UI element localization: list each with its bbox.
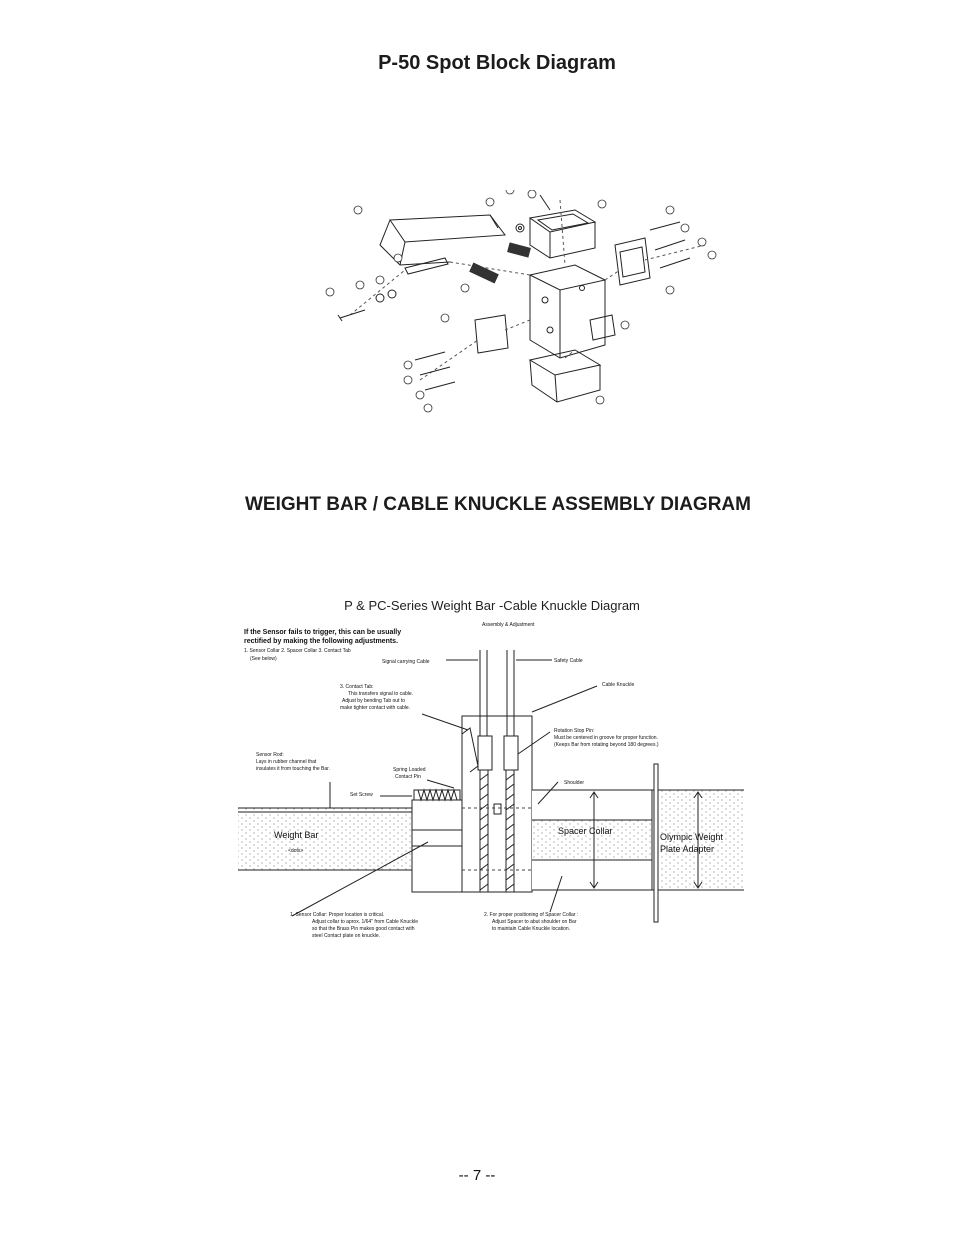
diagram-subtitle: Assembly & Adjustment (482, 622, 535, 628)
safety-cable-label: Safety Cable (554, 658, 583, 664)
note2-line-2: Adjust Spacer to abut shoulder on Bar (492, 919, 577, 925)
weight-bar-label: Weight Bar (274, 830, 318, 840)
cable-knuckle-label: Cable Knuckle (602, 682, 634, 688)
section-title: WEIGHT BAR / CABLE KNUCKLE ASSEMBLY DIAG… (245, 494, 751, 515)
page-title: P-50 Spot Block Diagram (378, 52, 616, 74)
note1-line-2: Adjust collar to aprox. 1/64" from Cable… (312, 919, 418, 925)
note2-line-3: to maintain Cable Knuckle location. (492, 926, 570, 932)
weight-bar-note: <dots> (288, 848, 303, 854)
note1-line-4: steel Contact plate on knuckle. (312, 933, 380, 939)
page-number: -- 7 -- (458, 1167, 496, 1184)
rotation-pin-line-1: Must be centered in groove for proper fu… (554, 735, 658, 741)
rotation-pin-line-2: (Keeps Bar from rotating beyond 180 degr… (554, 742, 659, 748)
sensor-rod-line-1: Lays in rubber channel that (256, 759, 317, 765)
intro-line-1: If the Sensor fails to trigger, this can… (244, 629, 401, 636)
olympic-adapter-line-1: Olympic Weight (660, 832, 723, 842)
spacer-collar-label: Spacer Collar (558, 826, 613, 836)
spring-pin-line-2: Contact Pin (395, 774, 421, 780)
sensor-rod-line-2: insulates it from touching the Bar. (256, 766, 330, 772)
spring-pin-line-1: Spring Loaded (393, 767, 426, 773)
steps-line: 1. Sensor Collar 2. Spacer Collar 3. Con… (244, 648, 351, 654)
contact-tab-line-1: This transfers signal to cable. (348, 691, 413, 697)
note2-line-1: 2. For proper positioning of Spacer Coll… (484, 912, 578, 918)
contact-tab-line-2: Adjust by bending Tab out to (342, 698, 405, 704)
sensor-rod-title: Sensor Rod: (256, 752, 284, 758)
note1-line-1: 1. Sensor Collar: Proper location is cri… (290, 912, 384, 918)
shoulder-label: Shoulder (564, 780, 584, 786)
spot-block-exploded-diagram (325, 190, 717, 413)
knuckle-diagram-title: P & PC-Series Weight Bar -Cable Knuckle … (344, 598, 640, 613)
intro-line-2: rectified by making the following adjust… (244, 638, 398, 645)
contact-tab-title: 3. Contact Tab: (340, 684, 374, 690)
signal-cable-label: Signal carrying Cable (382, 659, 430, 665)
steps-note: (See below) (250, 656, 277, 662)
contact-tab-line-3: make tighter contact with cable. (340, 705, 410, 711)
note1-line-3: so that the Brass Pin makes good contact… (312, 926, 415, 932)
rotation-pin-title: Rotation Stop Pin: (554, 728, 594, 734)
set-screw-label: Set Screw (350, 792, 373, 798)
olympic-adapter-line-2: Plate Adapter (660, 844, 714, 854)
cable-knuckle-diagram: If the Sensor fails to trigger, this can… (238, 622, 744, 939)
